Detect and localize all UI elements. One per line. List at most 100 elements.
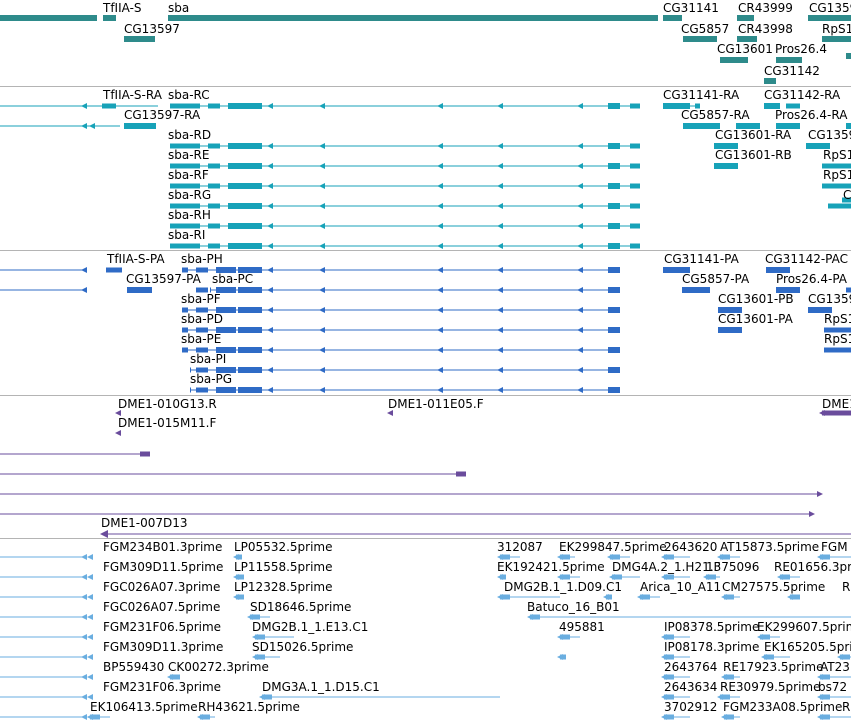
est-block[interactable] — [760, 634, 770, 640]
strand-arrow[interactable] — [717, 694, 723, 700]
protein-exon[interactable] — [182, 347, 188, 353]
est-label[interactable]: 3702912 — [664, 700, 718, 714]
strand-arrow[interactable] — [717, 554, 723, 560]
est-block[interactable] — [255, 654, 265, 660]
strand-arrow[interactable] — [497, 163, 503, 169]
est-block[interactable] — [664, 714, 674, 720]
est-label[interactable]: 2643620 — [664, 540, 718, 554]
clone-label[interactable]: DME1 — [822, 397, 851, 411]
protein-label[interactable]: CG1359 — [808, 292, 851, 306]
strand-arrow[interactable] — [725, 143, 731, 149]
feature-exon[interactable] — [682, 287, 710, 293]
est-label[interactable]: FGC026A07.3prime — [103, 580, 221, 594]
strand-arrow[interactable] — [557, 654, 563, 660]
strand-arrow[interactable] — [577, 143, 583, 149]
strand-arrow[interactable] — [607, 554, 613, 560]
strand-arrow[interactable] — [267, 347, 273, 353]
gene-label[interactable]: CG13597 — [124, 22, 180, 36]
strand-arrow[interactable] — [81, 574, 87, 580]
feature-exon[interactable] — [822, 163, 851, 169]
strand-arrow[interactable] — [661, 634, 667, 640]
strand-arrow[interactable] — [319, 203, 325, 209]
est-label[interactable]: IP08178.3prime — [664, 640, 760, 654]
est-block[interactable] — [780, 574, 790, 580]
strand-arrow[interactable] — [757, 634, 763, 640]
est-block[interactable] — [664, 554, 674, 560]
protein-exon[interactable] — [238, 387, 262, 393]
est-block[interactable] — [255, 634, 265, 640]
strand-arrow[interactable] — [81, 714, 87, 720]
transcript-exon[interactable] — [208, 163, 220, 169]
feature-exon[interactable] — [127, 287, 152, 293]
gene-glyph[interactable] — [764, 78, 776, 84]
strand-arrow[interactable] — [577, 103, 583, 109]
est-label[interactable]: Arica_10_A11 — [640, 580, 722, 594]
strand-arrow[interactable] — [259, 694, 265, 700]
strand-arrow[interactable] — [817, 554, 823, 560]
strand-arrow[interactable] — [233, 574, 239, 580]
transcript-label[interactable]: RpS1 — [823, 168, 851, 182]
strand-arrow[interactable] — [577, 287, 583, 293]
strand-arrow[interactable] — [817, 694, 823, 700]
transcript-label[interactable]: RpS1 — [823, 148, 851, 162]
est-block[interactable] — [724, 714, 734, 720]
strand-arrow[interactable] — [81, 123, 87, 129]
feature-exon[interactable] — [124, 123, 156, 129]
est-label[interactable]: R — [842, 580, 851, 594]
strand-arrow[interactable] — [661, 674, 667, 680]
protein-label[interactable]: sba-PF — [181, 292, 221, 306]
protein-exon[interactable] — [216, 287, 236, 293]
protein-exon[interactable] — [608, 307, 620, 313]
strand-arrow[interactable] — [787, 594, 793, 600]
transcript-exon[interactable] — [608, 203, 620, 209]
strand-arrow[interactable] — [497, 243, 503, 249]
strand-arrow[interactable] — [267, 143, 273, 149]
strand-arrow[interactable] — [577, 223, 583, 229]
strand-arrow[interactable] — [497, 554, 503, 560]
est-label[interactable]: bs72 — [818, 680, 848, 694]
est-label[interactable]: FGC026A07.5prime — [103, 600, 221, 614]
transcript-exon[interactable] — [608, 143, 620, 149]
gene-glyph[interactable] — [0, 15, 97, 21]
protein-exon[interactable] — [238, 367, 262, 373]
strand-arrow[interactable] — [81, 674, 87, 680]
est-label[interactable]: DMG3A.1_1.D15.C1 — [262, 680, 380, 694]
strand-arrow[interactable] — [817, 714, 823, 720]
est-label[interactable]: LP05532.5prime — [234, 540, 333, 554]
clone-end[interactable] — [817, 491, 823, 497]
transcript-label[interactable]: CG13601-RA — [715, 128, 792, 142]
clone-end[interactable] — [140, 451, 150, 457]
protein-exon[interactable] — [216, 367, 236, 373]
strand-arrow[interactable] — [577, 163, 583, 169]
transcript-exon[interactable] — [630, 223, 640, 229]
gene-label[interactable]: CG1359 — [809, 1, 851, 15]
strand-arrow[interactable] — [733, 327, 739, 333]
strand-arrow[interactable] — [81, 614, 87, 620]
transcript-exon[interactable] — [228, 143, 262, 149]
feature-exon[interactable] — [102, 103, 116, 109]
strand-arrow[interactable] — [267, 367, 273, 373]
transcript-exon[interactable] — [208, 243, 220, 249]
transcript-exon[interactable] — [608, 183, 620, 189]
transcript-exon[interactable] — [228, 163, 262, 169]
strand-arrow[interactable] — [87, 634, 93, 640]
feature-exon[interactable] — [806, 143, 830, 149]
protein-label[interactable]: Pros26.4-PA — [776, 272, 848, 286]
protein-label[interactable]: TfIIA-S-PA — [107, 252, 165, 266]
protein-exon[interactable] — [216, 387, 236, 393]
strand-arrow[interactable] — [319, 367, 325, 373]
protein-exon[interactable] — [196, 287, 208, 293]
strand-arrow[interactable] — [81, 654, 87, 660]
strand-arrow[interactable] — [247, 614, 253, 620]
strand-arrow[interactable] — [497, 103, 503, 109]
strand-arrow[interactable] — [557, 554, 563, 560]
strand-arrow[interactable] — [437, 367, 443, 373]
protein-label[interactable]: CG5857-PA — [682, 272, 750, 286]
protein-exon[interactable] — [608, 367, 620, 373]
est-label[interactable]: FGM309D11.3prime — [103, 640, 224, 654]
transcript-label[interactable]: sba-RG — [168, 188, 212, 202]
protein-label[interactable]: sba-PG — [190, 372, 233, 386]
est-label[interactable]: 495881 — [559, 620, 605, 634]
transcript-exon[interactable] — [208, 223, 220, 229]
